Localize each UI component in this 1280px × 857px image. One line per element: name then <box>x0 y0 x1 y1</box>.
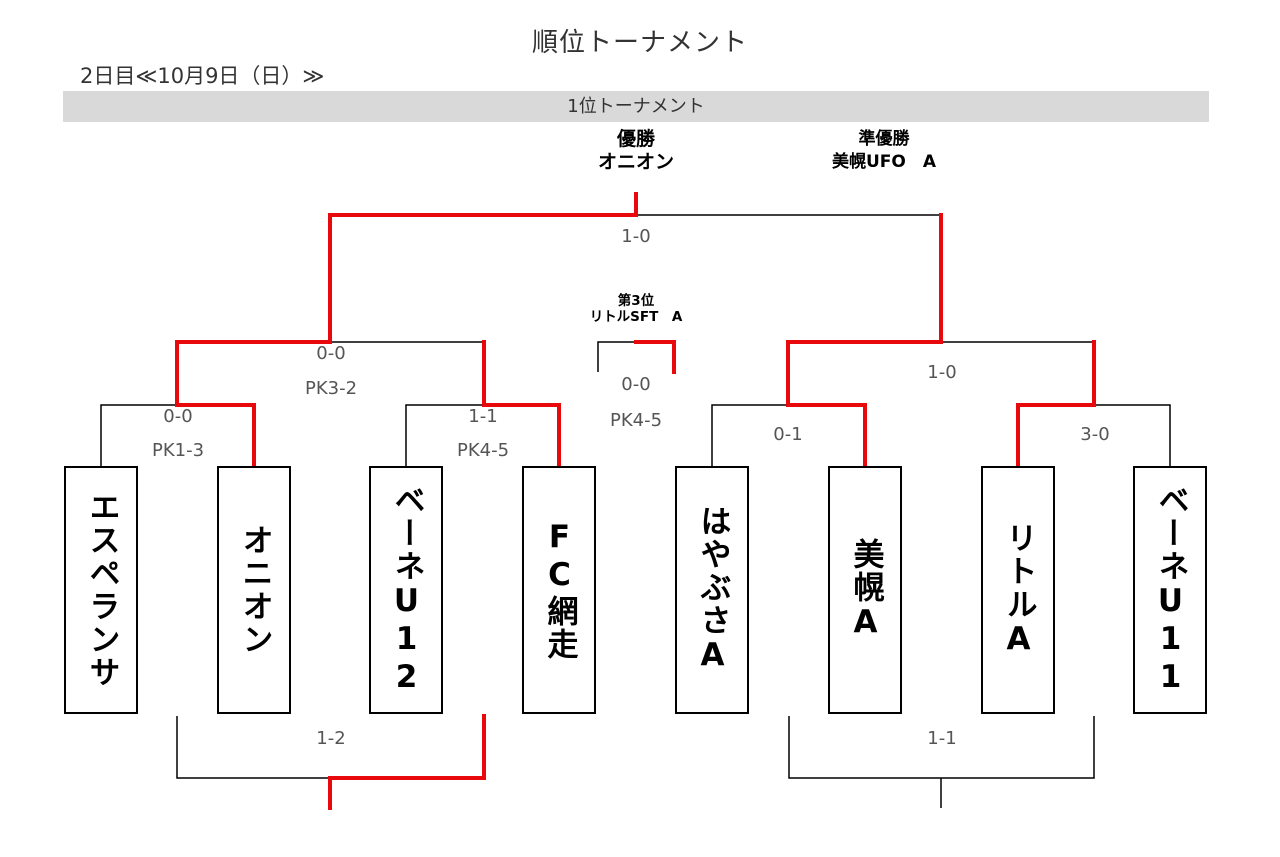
score-r1-m2: 1-1 <box>468 406 498 427</box>
tournament-banner: 1位トーナメント <box>63 91 1209 122</box>
team-name: ベーネU12 <box>388 483 425 697</box>
team-box: FC網走 <box>522 466 596 714</box>
team-name: 美幌A <box>847 538 884 642</box>
team-box: はやぶさA <box>675 466 749 714</box>
page-title: 順位トーナメント <box>531 28 748 58</box>
score-r1-m1: 0-0 <box>163 406 193 427</box>
team-box: ベーネU12 <box>369 466 443 714</box>
runner-up-block: 準優勝 美幌UFO A <box>800 128 968 174</box>
team-name: リトルA <box>1000 521 1037 659</box>
bracket-line-m1-left <box>100 404 177 466</box>
score-r1-m1-pk: PK1-3 <box>151 440 205 461</box>
score-r1-m3: 0-1 <box>773 424 803 445</box>
score-r1-m4: 3-0 <box>1080 424 1110 445</box>
win-path-m2 <box>482 403 561 468</box>
win-path-third <box>634 340 676 374</box>
score-final: 1-0 <box>621 226 651 247</box>
team-name: オニオン <box>236 524 273 656</box>
team-name: ベーネU11 <box>1152 483 1189 697</box>
score-semi-left: 0-0 <box>316 343 346 364</box>
event-date: 2日目≪10月9日（日）≫ <box>80 64 325 88</box>
champion-label: 優勝 <box>616 128 655 150</box>
score-semi-right: 1-0 <box>927 362 957 383</box>
win-path-m1 <box>175 403 256 468</box>
bracket-line-m4-right <box>1094 404 1171 466</box>
team-box: リトルA <box>981 466 1055 714</box>
team-box: ベーネU11 <box>1133 466 1207 714</box>
bracket-black-lines <box>100 214 1171 808</box>
third-place-block: 第3位 リトルSFT A <box>576 293 696 325</box>
score-placement-left: 1-2 <box>316 728 346 749</box>
team-name: FC網走 <box>541 519 578 661</box>
third-place-team: リトルSFT A <box>589 309 683 325</box>
team-box: 美幌A <box>828 466 902 714</box>
win-path-final <box>328 192 638 344</box>
score-r1-m2-pk: PK4-5 <box>456 440 510 461</box>
team-box: オニオン <box>217 466 291 714</box>
team-name: エスペランサ <box>83 491 120 689</box>
team-name: はやぶさA <box>694 505 731 675</box>
win-path-m3 <box>786 403 867 468</box>
runner-up-label: 準優勝 <box>858 129 910 149</box>
bracket-line-m2-left <box>405 404 484 466</box>
bracket-red-lines <box>175 192 1096 810</box>
win-path-semi-right <box>786 340 943 407</box>
bracket-line-third-left <box>597 341 636 372</box>
third-place-label: 第3位 <box>617 293 655 309</box>
win-path-semi-left-l <box>175 340 332 407</box>
champion-team: オニオン <box>597 151 674 173</box>
runner-up-team: 美幌UFO A <box>831 152 937 172</box>
score-semi-left-pk: PK3-2 <box>304 378 358 399</box>
champion-block: 優勝 オニオン <box>560 128 712 174</box>
win-path-place-left <box>328 714 486 810</box>
bracket-line-m3-left <box>711 404 788 466</box>
score-third-place-pk: PK4-5 <box>609 410 663 431</box>
score-third-place: 0-0 <box>621 374 651 395</box>
score-placement-right: 1-1 <box>927 728 957 749</box>
win-path-m4 <box>1016 403 1096 468</box>
bracket-line-place-left <box>176 716 330 779</box>
team-box: エスペランサ <box>64 466 138 714</box>
